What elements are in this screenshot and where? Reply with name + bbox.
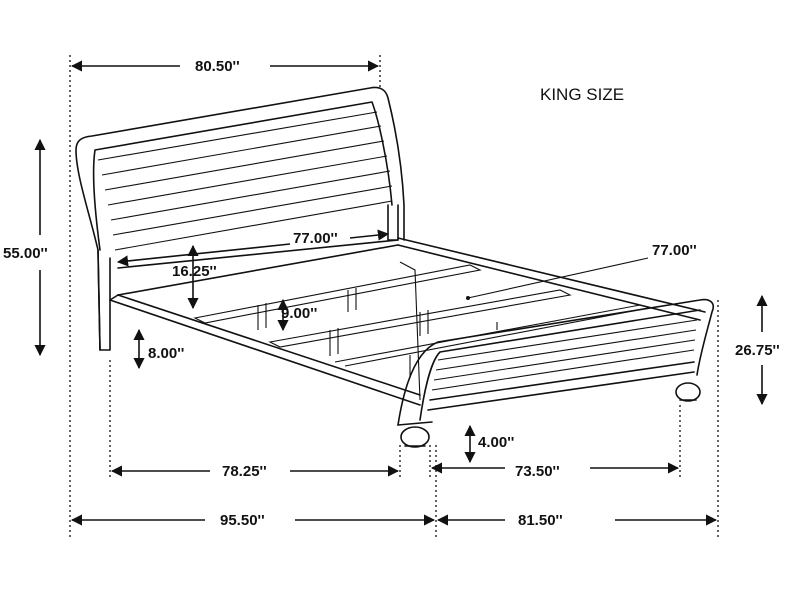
dimension-overall-width: 80.50'' (70, 58, 380, 75)
inner-length-label: 77.00'' (652, 242, 697, 259)
overall-depth-label: 81.50'' (518, 512, 563, 529)
dimension-slat-height: 9.00'' (277, 298, 317, 332)
dimension-inner-width: 77.00'' (116, 229, 390, 267)
dimension-rail-clearance: 8.00'' (133, 328, 184, 370)
overall-width-label: 80.50'' (195, 58, 240, 75)
dimension-footboard-height: 26.75'' (735, 294, 780, 406)
dimension-inner-length: 77.00'' (466, 242, 697, 300)
overall-height-label: 55.00'' (3, 245, 48, 262)
dimension-overall-length: 95.50'' (70, 512, 436, 529)
footboard-depth-label: 73.50'' (515, 463, 560, 480)
bed-illustration (75, 86, 715, 448)
dimension-overall-depth: 81.50'' (436, 512, 718, 529)
dimension-headboard-rail: 16.25'' (172, 244, 217, 310)
dimension-footboard-depth: 73.50'' (430, 462, 680, 480)
inner-width-label: 77.00'' (293, 230, 338, 247)
headboard-rail-label: 16.25'' (172, 263, 217, 280)
dimension-foot-height: 4.00'' (464, 424, 514, 464)
footboard-height-label: 26.75'' (735, 342, 780, 359)
slat-height-label: 9.00'' (281, 305, 317, 322)
overall-length-label: 95.50'' (220, 512, 265, 529)
rail-clearance-label: 8.00'' (148, 345, 184, 362)
size-title: KING SIZE (540, 85, 624, 104)
dimension-rail-length: 78.25'' (110, 463, 400, 480)
dimension-overall-height: 55.00'' (3, 138, 48, 357)
extension-lines (69, 55, 719, 540)
rail-length-label: 78.25'' (222, 463, 267, 480)
foot-height-label: 4.00'' (478, 434, 514, 451)
